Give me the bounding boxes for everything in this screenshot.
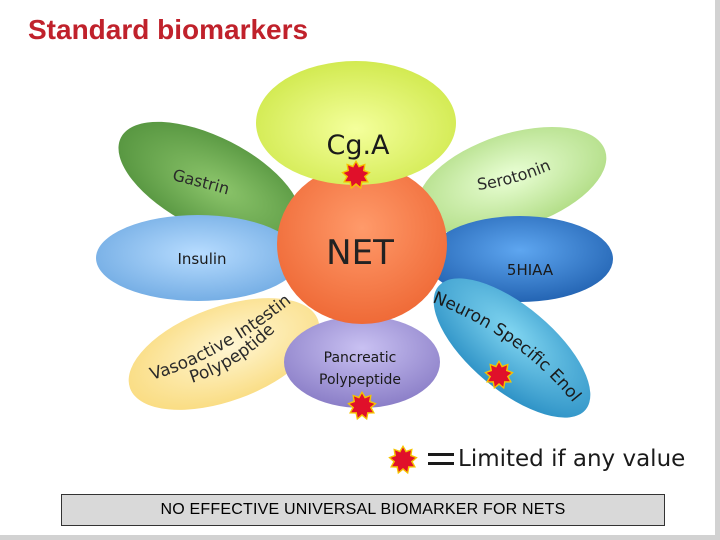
star-fill (349, 393, 375, 418)
slide-title: Standard biomarkers (28, 14, 309, 45)
star-icon-nse (484, 360, 514, 390)
star-icon-legend (388, 445, 418, 475)
label-5hiaa: 5HIAA (507, 261, 554, 279)
equals-icon-top (428, 453, 454, 456)
conclusion-box: NO EFFECTIVE UNIVERSAL BIOMARKER FOR NET… (61, 494, 665, 526)
petal-cga (256, 61, 456, 185)
label-pp-line1: Pancreatic (324, 350, 397, 366)
petal-serotonin (417, 127, 607, 235)
petal-vip (128, 298, 320, 410)
petal-pancreatic-polypeptide (284, 316, 440, 408)
conclusion-text: NO EFFECTIVE UNIVERSAL BIOMARKER FOR NET… (160, 501, 566, 518)
label-pp-line2: Polypeptide (319, 372, 401, 388)
center-net (277, 164, 447, 324)
label-insulin: Insulin (177, 250, 226, 268)
legend-text: Limited if any value (458, 446, 686, 472)
equals-icon-bottom (428, 462, 454, 465)
petal-nse (433, 278, 591, 418)
star-fill (390, 447, 416, 472)
star-fill (343, 162, 369, 187)
legend: Limited if any value (380, 439, 710, 479)
star-icon-cga (341, 160, 371, 190)
petal-gastrin (118, 121, 302, 245)
star-fill (486, 362, 512, 387)
label-cga: Cg.A (326, 130, 390, 161)
petal-insulin (96, 215, 300, 301)
label-net: NET (326, 233, 394, 273)
star-icon-pp (347, 391, 377, 421)
